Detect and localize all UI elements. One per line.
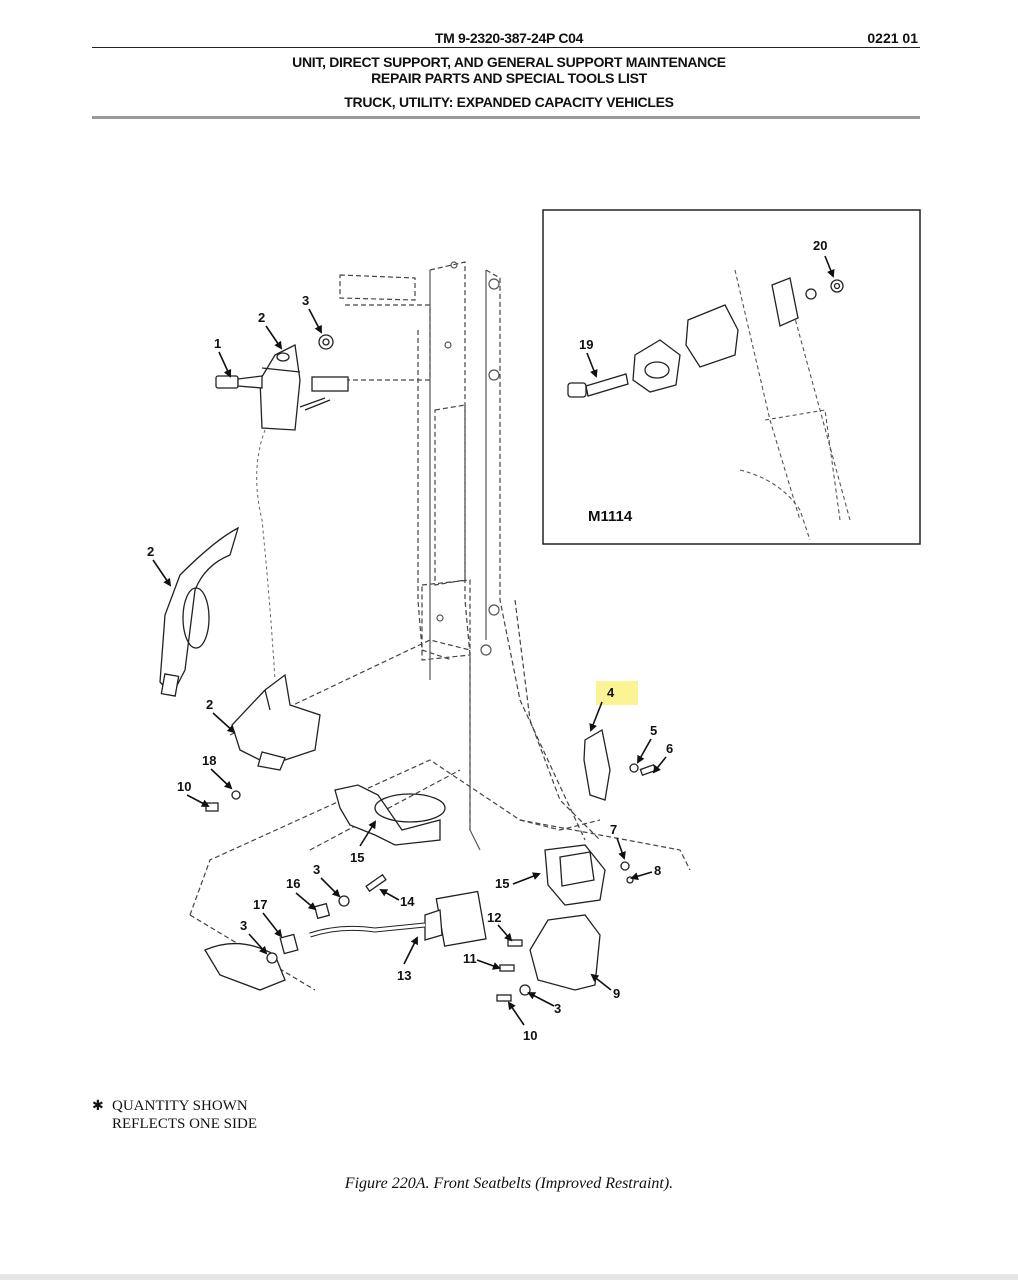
callout-18: 18: [202, 753, 216, 768]
callout-10-left: 10: [177, 779, 191, 794]
callout-12: 12: [487, 910, 501, 925]
callout-3-right: 3: [554, 1001, 561, 1016]
buckle-assembly: [204, 784, 487, 991]
callout-1: 1: [214, 336, 221, 351]
callout-19: 19: [579, 337, 593, 352]
document-id: TM 9-2320-387-24P C04: [434, 30, 584, 46]
header-title-line1: UNIT, DIRECT SUPPORT, AND GENERAL SUPPOR…: [292, 54, 726, 70]
leader-arrows: [152, 255, 835, 1026]
callout-9: 9: [613, 986, 620, 1001]
header-rule: [92, 47, 920, 48]
callout-highlight: [596, 681, 638, 705]
header-title-line2: REPAIR PARTS AND SPECIAL TOOLS LIST: [371, 70, 647, 86]
callout-15-left: 15: [350, 850, 364, 865]
asterisk-icon: ✱: [92, 1098, 104, 1114]
bottom-scroll-edge: [0, 1274, 1018, 1280]
callout-20: 20: [813, 238, 827, 253]
retractor: [205, 673, 321, 812]
note-line1: QUANTITY SHOWN: [112, 1098, 248, 1114]
callout-3-left: 3: [240, 918, 247, 933]
belt-webbing: [159, 526, 240, 697]
callout-2-belt: 2: [147, 544, 154, 559]
callout-8: 8: [654, 863, 661, 878]
figure-caption: Figure 220A. Front Seatbelts (Improved R…: [344, 1175, 674, 1192]
quantity-note: ✱ QUANTITY SHOWN REFLECTS ONE SIDE: [92, 1097, 257, 1133]
header-title-line3: TRUCK, UTILITY: EXPANDED CAPACITY VEHICL…: [344, 94, 674, 110]
callout-5: 5: [650, 723, 657, 738]
callout-17: 17: [253, 897, 267, 912]
page-number: 0221 01: [867, 30, 918, 46]
callout-2-retractor: 2: [206, 697, 213, 712]
callout-11: 11: [463, 951, 477, 966]
callout-16: 16: [286, 876, 300, 891]
callout-2-upper: 2: [258, 310, 265, 325]
callout-3-upper: 3: [302, 293, 309, 308]
right-bracket: [496, 728, 657, 1002]
callout-4: 4: [607, 685, 615, 700]
callout-6: 6: [666, 741, 673, 756]
upper-anchor: [215, 334, 349, 431]
callout-3-center: 3: [313, 862, 320, 877]
callout-10-right: 10: [523, 1028, 537, 1043]
callout-14: 14: [400, 894, 415, 909]
note-line2: REFLECTS ONE SIDE: [112, 1116, 258, 1132]
callout-7: 7: [610, 822, 617, 837]
callout-15-right: 15: [495, 876, 509, 891]
header-rule-thick: [92, 116, 920, 119]
inset-label: M1114: [588, 508, 633, 525]
callout-numbers: 1 2 3 2 2 18 10 15 3 16 14 17 3 13 4 5 6…: [147, 238, 827, 1043]
callout-13: 13: [397, 968, 411, 983]
inset-box: M1114: [542, 209, 921, 545]
